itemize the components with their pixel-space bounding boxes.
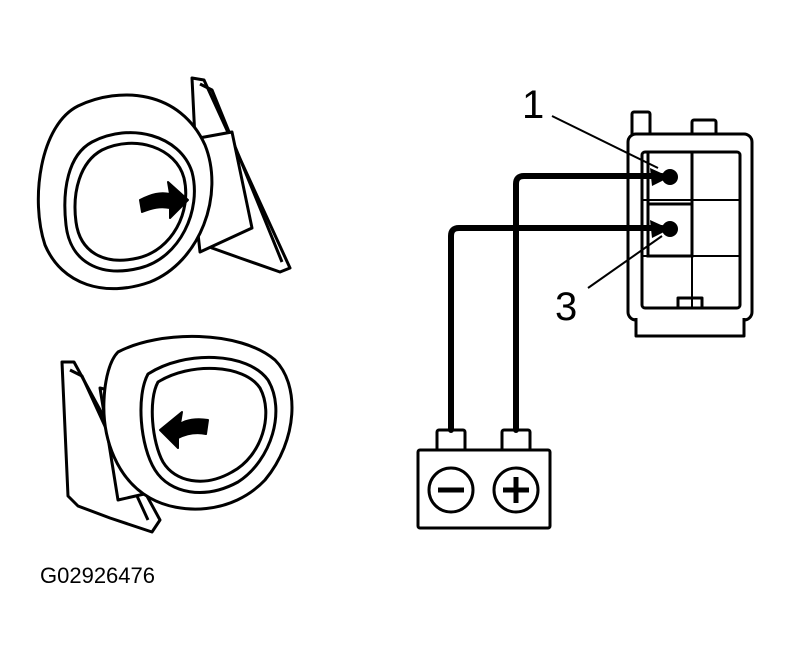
connector-active-terminals	[646, 150, 694, 258]
plus-icon	[492, 466, 540, 514]
label-pin-1: 1	[522, 83, 544, 127]
mirror-upper	[36, 76, 292, 291]
wire-arrowheads	[650, 168, 670, 238]
leader-lines	[551, 115, 663, 289]
wires	[448, 173, 665, 433]
figure-code: G02926476	[40, 563, 155, 588]
curved-arrow-left-icon	[159, 411, 209, 449]
minus-icon	[427, 466, 475, 514]
mirror-lower	[60, 334, 294, 534]
curved-arrow-right-icon	[139, 181, 189, 219]
label-pin-3: 3	[555, 285, 577, 329]
